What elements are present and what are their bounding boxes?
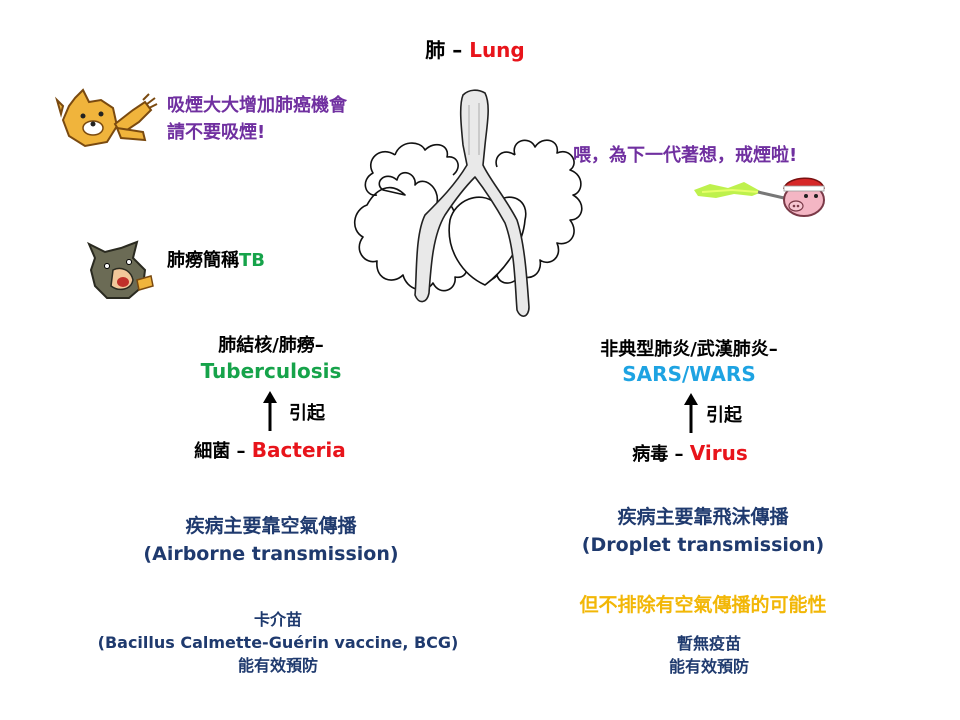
right-disease-en: SARS/WARS — [622, 362, 756, 386]
right-cause-arrow — [684, 393, 698, 433]
right-vaccine-zh: 暫無疫苗 — [676, 634, 742, 653]
left-pathogen: 細菌 – Bacteria — [194, 437, 345, 463]
left-cause-arrow — [263, 391, 277, 431]
right-transmission: 疾病主要靠飛沫傳播 (Droplet transmission) — [582, 503, 824, 559]
page-title: 肺 – Lung — [425, 34, 524, 63]
smoking-warning-line1: 吸煙大大增加肺癌機會 — [167, 95, 347, 116]
right-transmission-zh: 疾病主要靠飛沫傳播 — [617, 506, 789, 528]
right-pathogen: 病毒 – Virus — [632, 440, 748, 466]
right-cause-label: 引起 — [706, 405, 742, 426]
smoking-warning-line2: 請不要吸煙! — [167, 122, 266, 143]
right-caveat: 但不排除有空氣傳播的可能性 — [579, 594, 827, 616]
left-disease-zh: 肺結核/肺癆– — [218, 335, 324, 356]
smoking-warning: 吸煙大大增加肺癌機會 請不要吸煙! — [167, 92, 347, 146]
title-zh: 肺 – — [425, 38, 470, 62]
pig-smoking-icon — [694, 177, 825, 217]
tb-abbreviation: 肺癆簡稱TB — [167, 246, 265, 272]
left-cause-label: 引起 — [289, 403, 325, 424]
coughing-dog-icon — [87, 240, 154, 299]
tb-abbr: TB — [239, 250, 265, 271]
right-transmission-en: (Droplet transmission) — [581, 534, 825, 556]
title-en: Lung — [469, 38, 525, 62]
right-pathogen-zh: 病毒 – — [632, 444, 690, 465]
left-vaccine-en: (Bacillus Calmette-Guérin vaccine, BCG) — [97, 633, 459, 652]
right-vaccine: 暫無疫苗 能有效預防 — [669, 632, 749, 678]
right-vaccine-note: 能有效預防 — [668, 657, 750, 676]
left-pathogen-en: Bacteria — [251, 438, 346, 462]
left-transmission-en: (Airborne transmission) — [143, 543, 399, 565]
left-transmission: 疾病主要靠空氣傳播 (Airborne transmission) — [143, 512, 398, 568]
left-vaccine-note: 能有效預防 — [237, 656, 319, 675]
left-disease-en: Tuberculosis — [200, 359, 342, 383]
right-pathogen-en: Virus — [689, 441, 748, 465]
smoking-dog-icon — [55, 88, 158, 148]
next-generation-plea: 喂，為下一代著想，戒煙啦! — [573, 145, 798, 166]
left-transmission-zh: 疾病主要靠空氣傳播 — [185, 515, 357, 537]
left-vaccine-zh: 卡介苗 — [253, 610, 303, 629]
lung-drawing-icon — [354, 89, 583, 317]
tb-prefix: 肺癆簡稱 — [167, 250, 239, 271]
left-vaccine: 卡介苗 (Bacillus Calmette-Guérin vaccine, B… — [98, 608, 459, 677]
left-pathogen-zh: 細菌 – — [194, 441, 252, 462]
right-disease-zh: 非典型肺炎/武漢肺炎– — [600, 339, 778, 360]
